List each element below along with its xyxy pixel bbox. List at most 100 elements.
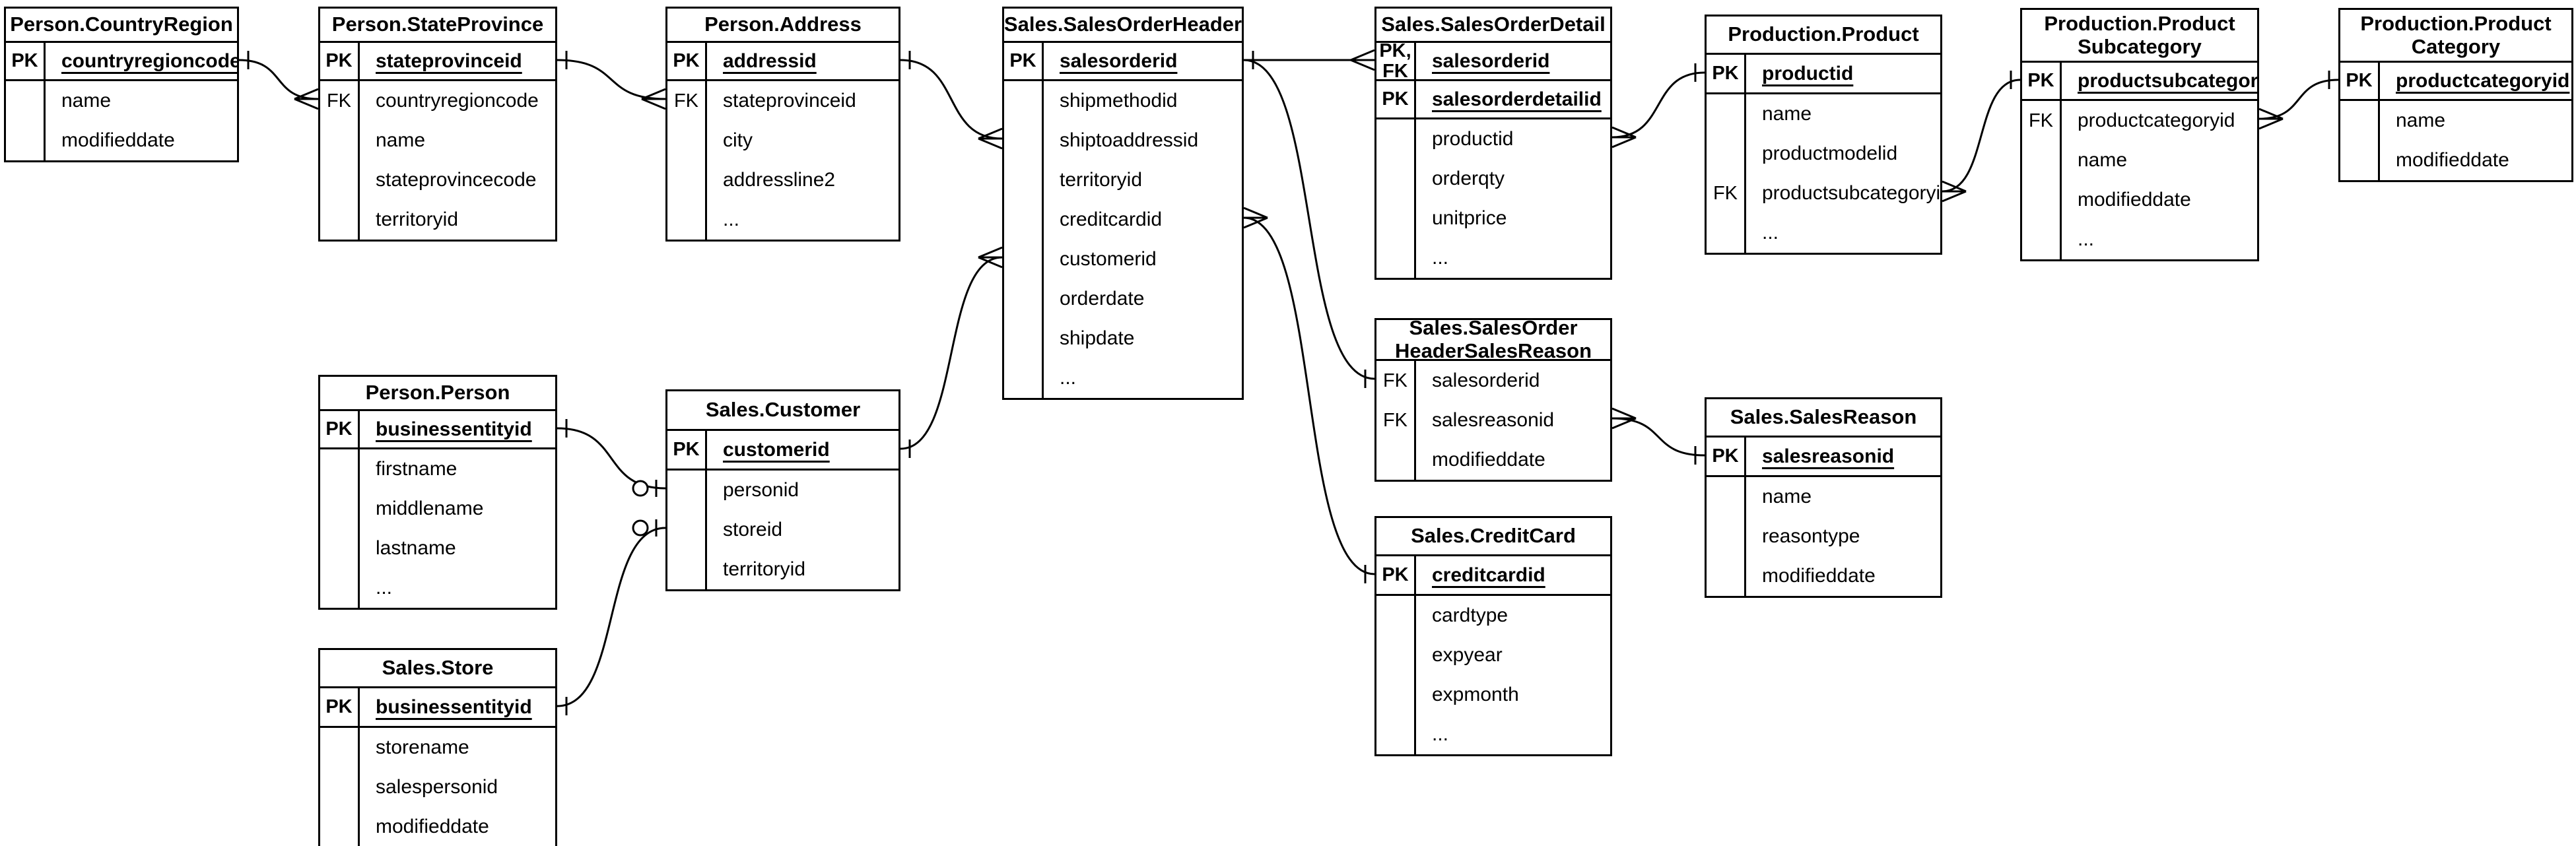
field-name: ... [1762, 222, 1779, 244]
field-name: orderqty [1432, 168, 1505, 189]
field-row: reasontype [1707, 517, 1940, 556]
key-badge: PK [1707, 438, 1746, 475]
empty-badge [320, 807, 360, 846]
cardinality-marker-many [1611, 407, 1637, 430]
empty-badge [1004, 81, 1044, 121]
table-title: Production.Product Category [2340, 10, 2571, 63]
empty-badge [1376, 675, 1416, 715]
fk-badge: FK [1376, 401, 1416, 440]
fk-badge: FK [1376, 361, 1416, 401]
relationship-line [557, 427, 666, 490]
key-badge: PK [1376, 556, 1416, 594]
field-name: cardtype [1432, 604, 1508, 626]
field-name: modifieddate [2396, 149, 2509, 171]
table-title: Production.Product Subcategory [2022, 10, 2257, 63]
field-row: modifieddate [2022, 180, 2257, 220]
fk-badge: FK [1707, 174, 1746, 213]
field-name: productsubcategoryid [2078, 69, 2257, 92]
key-badge: PK [6, 43, 46, 79]
field-name: reasontype [1762, 525, 1860, 547]
field-row: middlename [320, 489, 555, 529]
key-badge: PK [667, 431, 707, 469]
field-row: ... [1707, 213, 1940, 253]
field-name: modifieddate [2078, 189, 2191, 211]
field-name: productmodelid [1762, 143, 1898, 164]
field-name: name [61, 90, 112, 112]
table-title: Production.Product [1707, 16, 1940, 55]
field-name: modifieddate [1762, 565, 1876, 587]
field-name: territoryid [376, 209, 459, 230]
cardinality-marker-many [1942, 180, 1967, 203]
table-title: Sales.Store [320, 650, 555, 688]
field-row: salespersonid [320, 767, 555, 807]
field-row: addressline2 [667, 160, 898, 200]
key-badge: PK [320, 411, 360, 447]
field-row: territoryid [667, 550, 898, 589]
empty-badge [1376, 238, 1416, 278]
empty-badge [2022, 180, 2062, 220]
field-row: modifieddate [6, 121, 237, 160]
field-row: storename [320, 728, 555, 767]
table-title: Sales.SalesOrder HeaderSalesReason [1376, 317, 1610, 362]
table-title: Person.Address [667, 9, 898, 43]
key-row: PKproductsubcategoryid [2022, 63, 2257, 101]
empty-badge [1707, 556, 1746, 596]
field-row: ... [320, 568, 555, 608]
field-name: shipdate [1060, 327, 1135, 349]
empty-badge [1707, 94, 1746, 134]
empty-badge [320, 200, 360, 240]
cardinality-marker-many [978, 246, 1003, 269]
empty-badge [320, 568, 360, 608]
cardinality-marker-many [1243, 207, 1268, 229]
field-name: storeid [723, 519, 783, 540]
cardinality-marker-many [1350, 49, 1375, 71]
field-row: shipdate [1004, 319, 1242, 358]
field-row: ... [667, 200, 898, 240]
field-name: creditcardid [1060, 209, 1163, 230]
empty-badge [1707, 213, 1746, 253]
key-badge: PK [1376, 81, 1416, 117]
field-row: territoryid [320, 200, 555, 240]
field-name: salesorderid [1432, 49, 1550, 72]
field-row: ... [2022, 220, 2257, 259]
field-name: expyear [1432, 644, 1503, 666]
field-name: shiptoaddressid [1060, 129, 1199, 151]
field-name: territoryid [723, 558, 806, 580]
field-name: lastname [376, 537, 456, 559]
field-name: unitprice [1432, 207, 1507, 229]
empty-badge [667, 160, 707, 200]
field-name: countryregioncode [376, 90, 539, 112]
field-name: ... [1060, 367, 1077, 389]
table-title: Sales.SalesOrderHeader [1004, 9, 1242, 43]
relationship-line [900, 59, 1003, 140]
field-name: businessentityid [376, 696, 532, 718]
empty-badge [320, 121, 360, 160]
empty-badge [320, 449, 360, 489]
field-name: name [2078, 149, 2128, 171]
field-row: firstname [320, 449, 555, 489]
field-name: stateprovincecode [376, 169, 537, 191]
field-row: expyear [1376, 635, 1610, 675]
field-row: personid [667, 471, 898, 510]
empty-badge [1376, 159, 1416, 199]
field-name: addressid [723, 49, 817, 72]
empty-badge [1376, 635, 1416, 675]
empty-badge [667, 550, 707, 589]
field-name: productcategoryid [2078, 110, 2235, 131]
empty-badge [667, 471, 707, 510]
